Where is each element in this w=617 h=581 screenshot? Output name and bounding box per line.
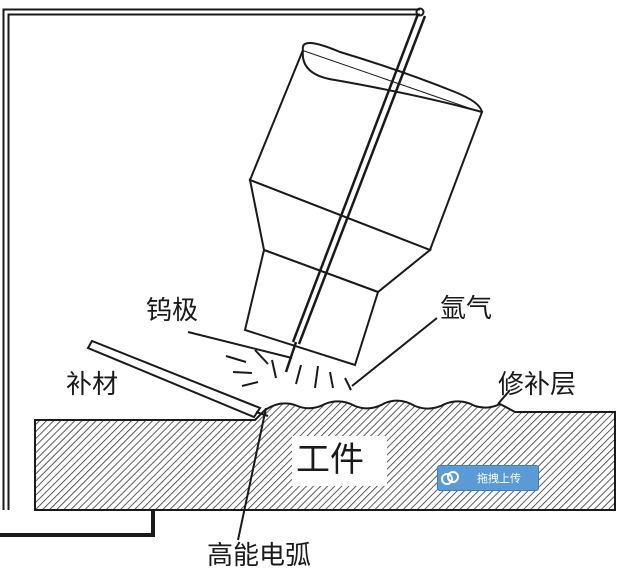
label-repair-layer: 修补层 [498, 370, 577, 400]
cloud-link-icon [437, 465, 463, 491]
label-argon: 氩气 [440, 294, 493, 324]
drag-upload-text: 拖拽上传 [477, 472, 521, 485]
label-filler: 补材 [66, 370, 119, 400]
label-arc: 高能电弧 [207, 541, 312, 571]
filler-rod [86, 339, 262, 419]
label-tungsten: 钨极 [146, 296, 199, 326]
leader-lines [187, 317, 511, 541]
ground-cable [0, 510, 155, 537]
support-frame [2, 7, 425, 510]
label-workpiece: 工件 [296, 440, 364, 480]
argon-gas-rays [225, 349, 352, 391]
drag-upload-badge[interactable]: 拖拽上传 [437, 465, 539, 491]
